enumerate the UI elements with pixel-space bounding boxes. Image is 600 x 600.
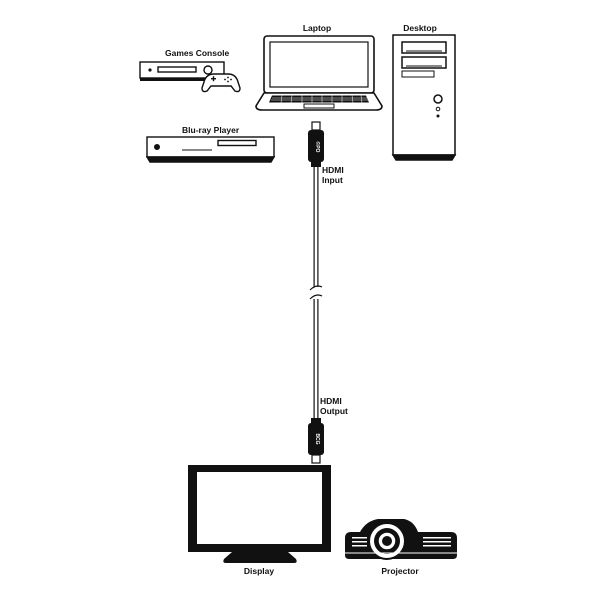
svg-text:BCG: BCG: [314, 433, 320, 444]
hdmi-cable: ©PO BCG: [308, 121, 324, 464]
projector-label: Projector: [381, 566, 419, 576]
hdmi-output-connector: BCG: [308, 418, 324, 464]
laptop-icon: [255, 35, 383, 111]
desktop-tower-icon: [391, 34, 457, 161]
laptop-label: Laptop: [302, 23, 332, 33]
games-console-icon: [139, 61, 241, 93]
hdmi-input-label-line1: HDMI: [322, 165, 344, 175]
svg-text:©PO: ©PO: [314, 142, 321, 153]
bluray-player-icon: [145, 136, 276, 163]
display-monitor-icon: [188, 465, 331, 563]
bluray-player-label: Blu-ray Player: [182, 125, 240, 135]
games-console-label: Games Console: [165, 48, 230, 58]
hdmi-input-connector: ©PO: [308, 121, 324, 167]
desktop-label: Desktop: [403, 23, 437, 33]
hdmi-output-label-line2: Output: [320, 406, 348, 416]
hdmi-output-label-line1: HDMI: [320, 396, 342, 406]
hdmi-input-label-line2: Input: [322, 175, 343, 185]
display-label: Display: [243, 566, 275, 576]
projector-icon: [345, 519, 457, 560]
